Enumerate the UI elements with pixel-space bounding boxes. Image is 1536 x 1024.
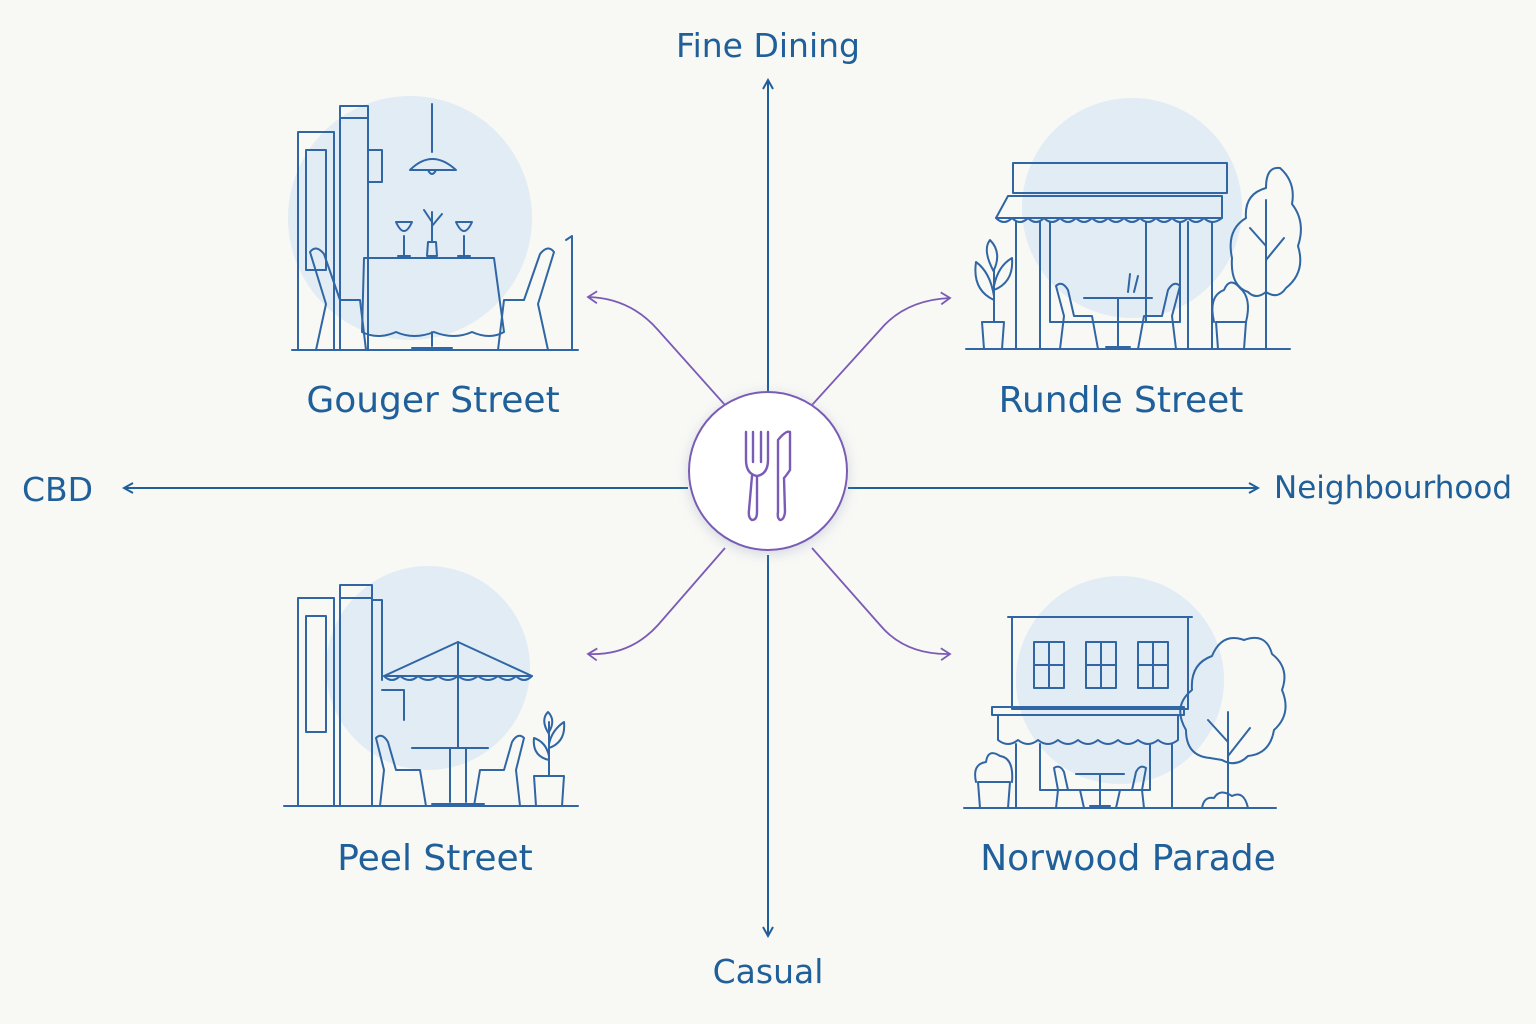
- fork-knife-icon: [744, 430, 792, 522]
- connector-bottom-right: [811, 547, 952, 661]
- label-peel-street: Peel Street: [337, 838, 533, 879]
- connector-top-right: [811, 291, 952, 406]
- label-rundle-street: Rundle Street: [998, 380, 1244, 421]
- axis-label-cbd: CBD: [22, 470, 94, 509]
- axis-label-fine-dining: Fine Dining: [676, 26, 860, 65]
- axis-label-casual: Casual: [712, 952, 824, 991]
- connectors: [586, 290, 952, 662]
- label-norwood-parade: Norwood Parade: [980, 838, 1276, 879]
- peel-street-illustration: [283, 566, 579, 807]
- connector-top-left: [586, 290, 726, 406]
- norwood-parade-illustration: [963, 576, 1287, 809]
- label-gouger-street: Gouger Street: [306, 380, 560, 421]
- gouger-street-illustration: [288, 96, 579, 351]
- axes: [124, 80, 1258, 936]
- axis-label-neighbourhood: Neighbourhood: [1274, 470, 1512, 506]
- connector-bottom-left: [586, 547, 726, 662]
- rundle-street-illustration: [965, 98, 1302, 350]
- center-node: [688, 391, 848, 551]
